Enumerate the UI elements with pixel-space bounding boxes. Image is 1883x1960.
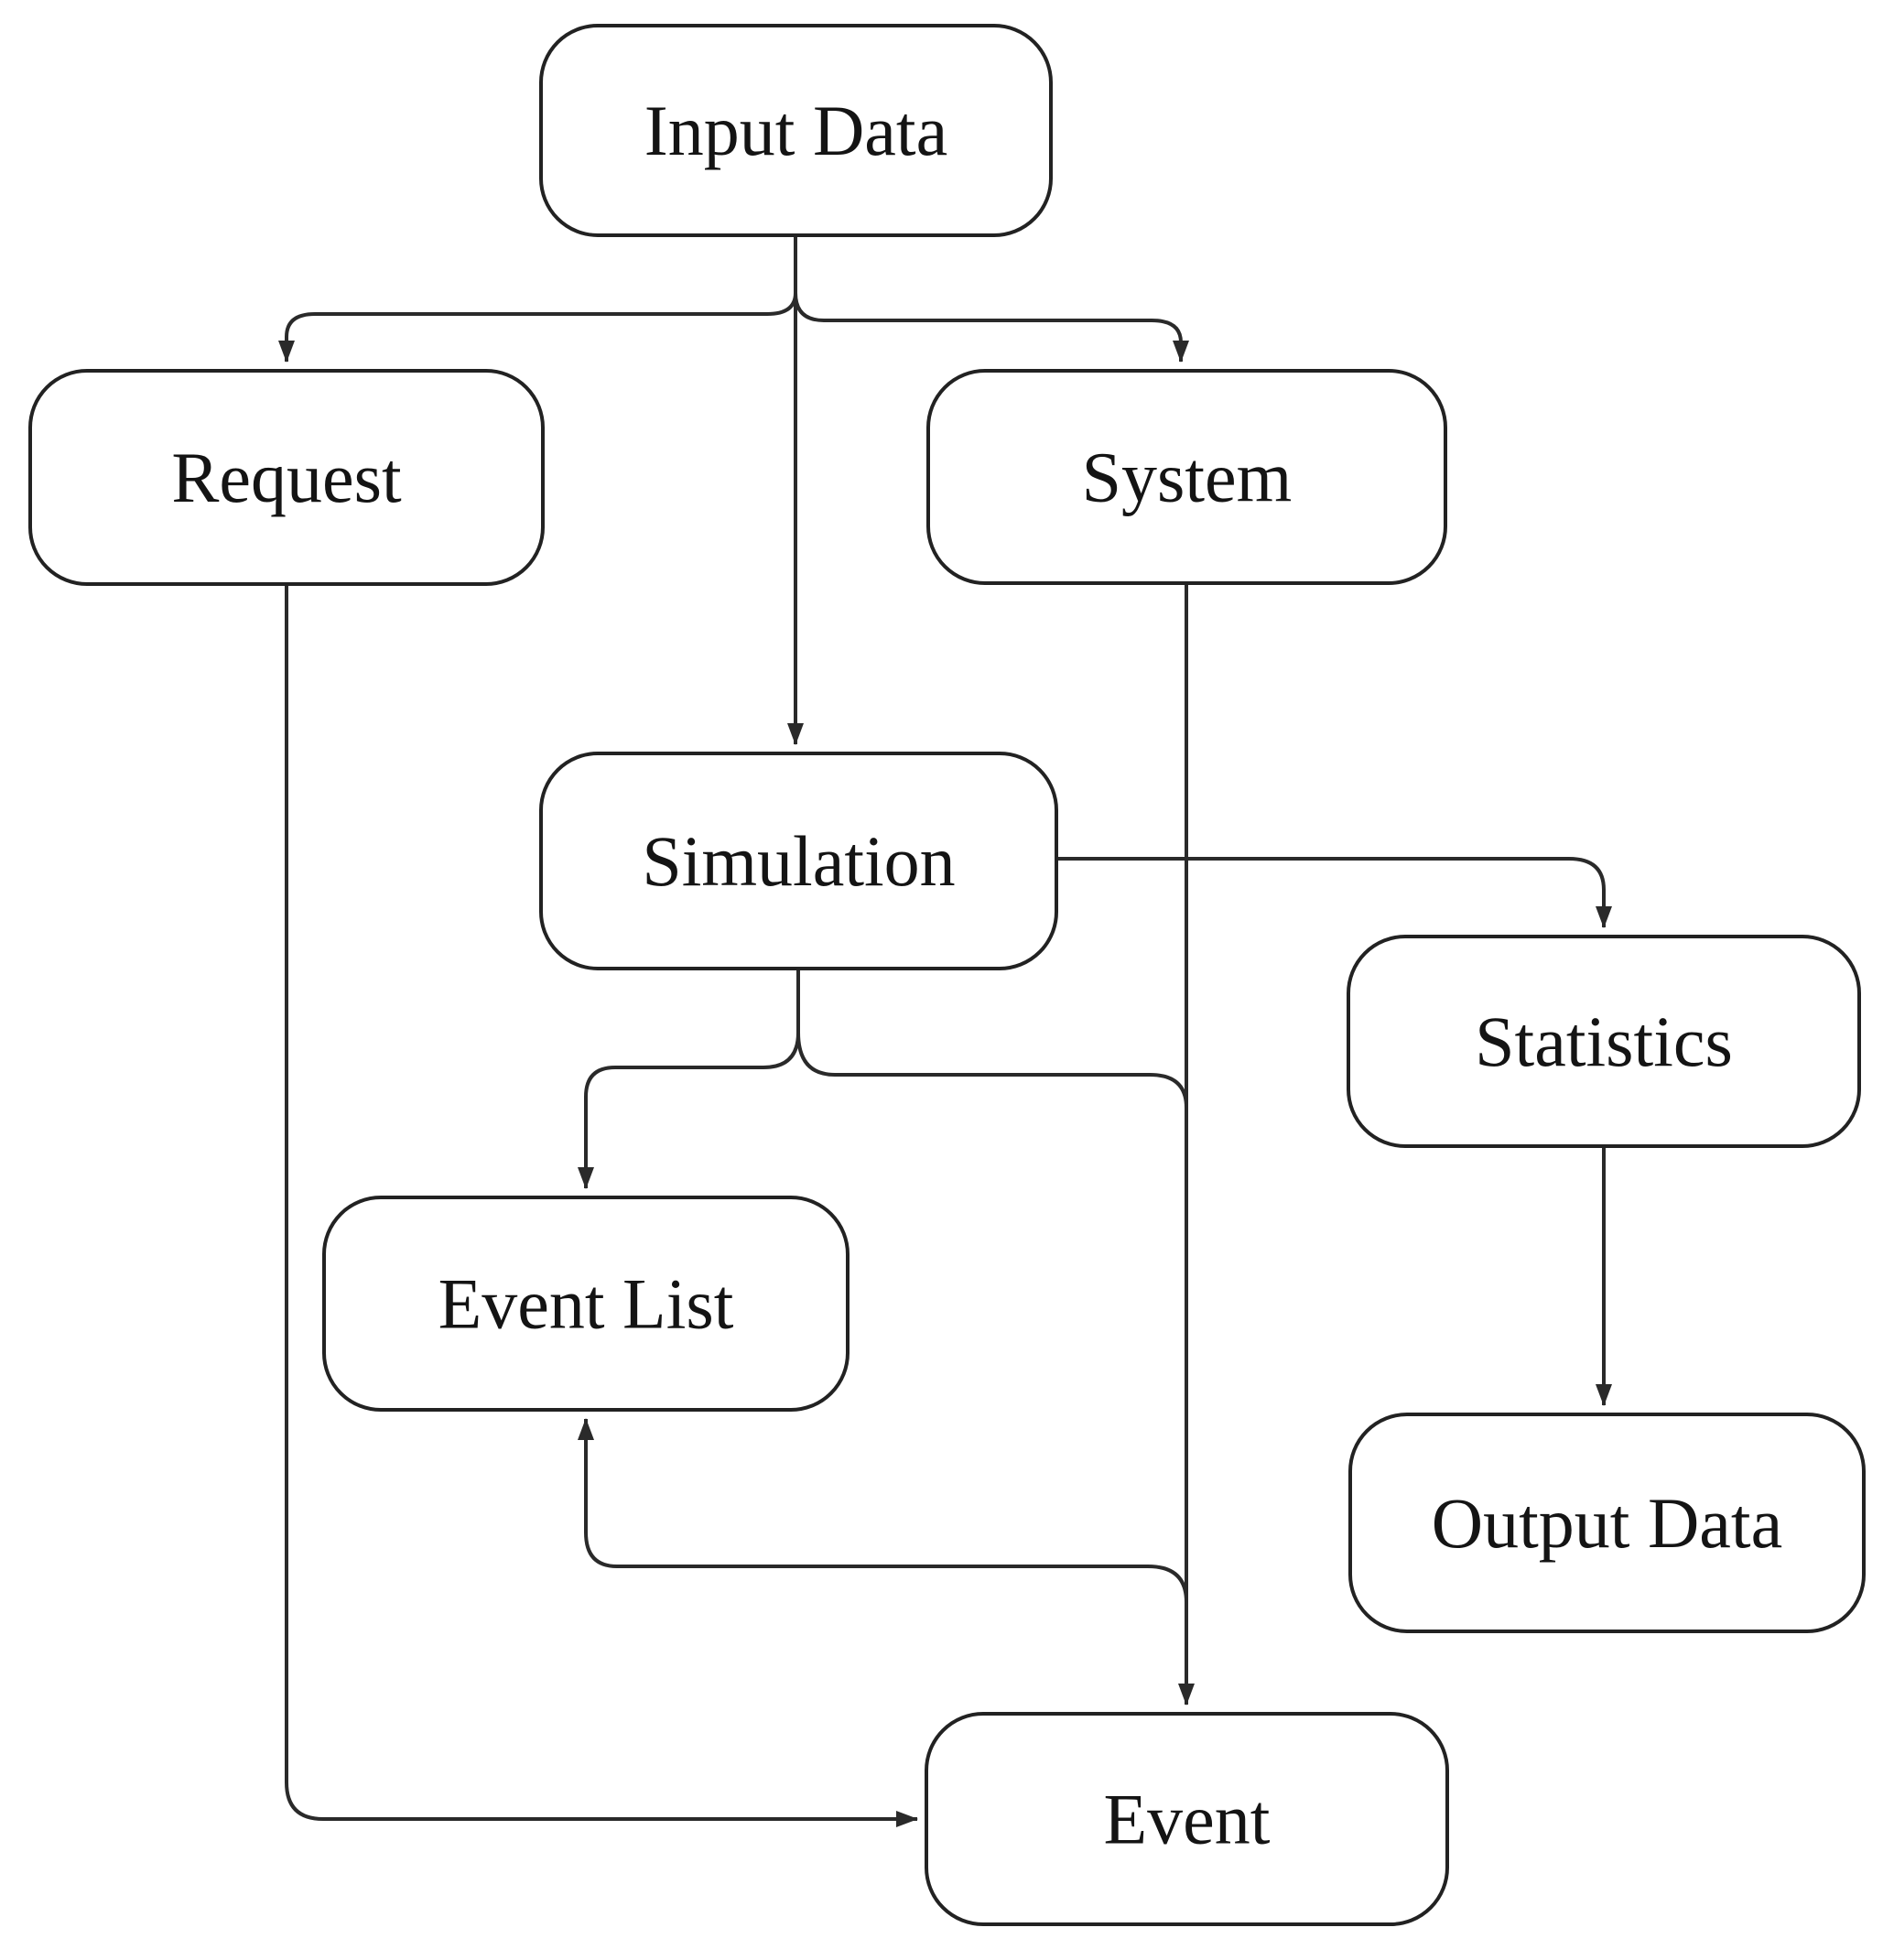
node-label-event: Event	[1104, 1780, 1271, 1859]
node-label-event-list: Event List	[438, 1264, 734, 1344]
node-system: System	[926, 369, 1447, 585]
node-shape-request	[28, 369, 545, 586]
edge-input-data-to-request	[278, 292, 797, 363]
node-shape-simulation	[539, 752, 1058, 970]
edge-request-to-event	[285, 584, 918, 1827]
edges-layer	[278, 235, 1612, 1827]
node-shape-output-data	[1348, 1413, 1866, 1633]
edge-simulation-to-statistics	[1055, 857, 1612, 928]
node-label-statistics: Statistics	[1475, 1002, 1733, 1081]
edge-input-data-to-system	[794, 292, 1189, 363]
node-label-output-data: Output Data	[1432, 1483, 1782, 1563]
node-shape-system	[926, 369, 1447, 585]
node-event-list: Event List	[322, 1196, 850, 1412]
node-simulation: Simulation	[539, 752, 1058, 970]
node-shape-statistics	[1347, 935, 1861, 1148]
node-input-data: Input Data	[539, 24, 1053, 237]
node-label-input-data: Input Data	[644, 91, 947, 170]
node-event: Event	[925, 1712, 1449, 1926]
node-label-request: Request	[171, 438, 402, 517]
node-request: Request	[28, 369, 545, 586]
node-output-data: Output Data	[1348, 1413, 1866, 1633]
node-statistics: Statistics	[1347, 935, 1861, 1148]
edge-event-line-to-event-list	[578, 1418, 1188, 1603]
edge-simulation-to-event-line	[796, 1032, 1188, 1109]
edge-simulation-to-event-list	[578, 964, 800, 1189]
node-label-system: System	[1082, 438, 1293, 517]
node-label-simulation: Simulation	[642, 821, 955, 901]
node-shape-event-list	[322, 1196, 850, 1412]
node-shape-input-data	[539, 24, 1053, 237]
node-shape-event	[925, 1712, 1449, 1926]
